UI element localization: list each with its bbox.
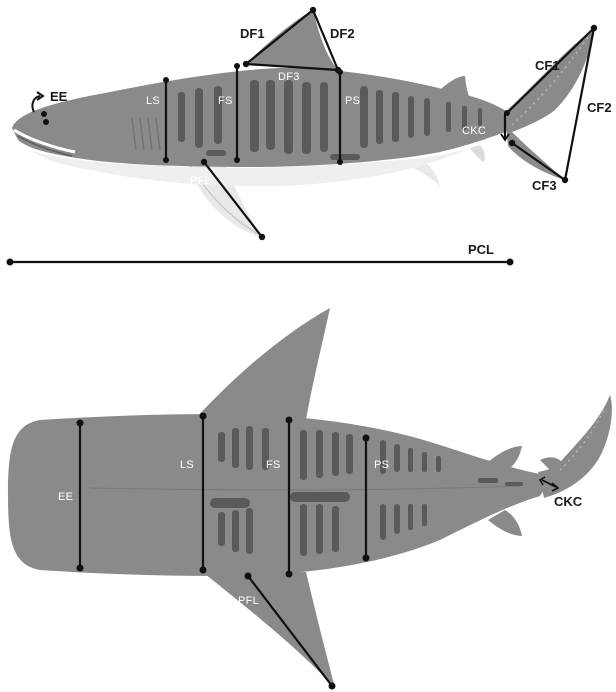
label-cf1: CF1 (535, 58, 560, 73)
label-fs-top: FS (266, 459, 281, 471)
cf3-line (512, 143, 565, 180)
side-body (12, 68, 510, 167)
label-ps-top: PS (374, 459, 389, 471)
label-ls-top: LS (180, 459, 194, 471)
label-ee-side: EE (50, 89, 68, 104)
side-view-shark (12, 10, 594, 238)
label-cf3: CF3 (532, 178, 557, 193)
label-ckc-top: CKC (554, 494, 583, 509)
side-caudal-fin (505, 28, 594, 180)
top-pectoral-fin-lower (205, 572, 335, 688)
top-pectoral-fin-upper (196, 308, 330, 420)
label-ee-top: EE (58, 491, 73, 503)
label-df1: DF1 (240, 26, 265, 41)
side-anal-fin (470, 145, 485, 162)
label-fs-side: FS (218, 95, 233, 107)
label-df2: DF2 (330, 26, 355, 41)
label-pfl-side: PFL (190, 175, 211, 187)
label-ps-side: PS (345, 95, 360, 107)
label-pfl-top: PFL (238, 595, 259, 607)
label-df3: DF3 (278, 71, 300, 83)
label-ls-side: LS (146, 95, 160, 107)
label-pcl: PCL (468, 242, 494, 257)
label-ckc-side: CKC (462, 125, 486, 137)
label-cf2: CF2 (587, 100, 612, 115)
top-body (8, 414, 544, 576)
top-view-shark (8, 308, 612, 688)
